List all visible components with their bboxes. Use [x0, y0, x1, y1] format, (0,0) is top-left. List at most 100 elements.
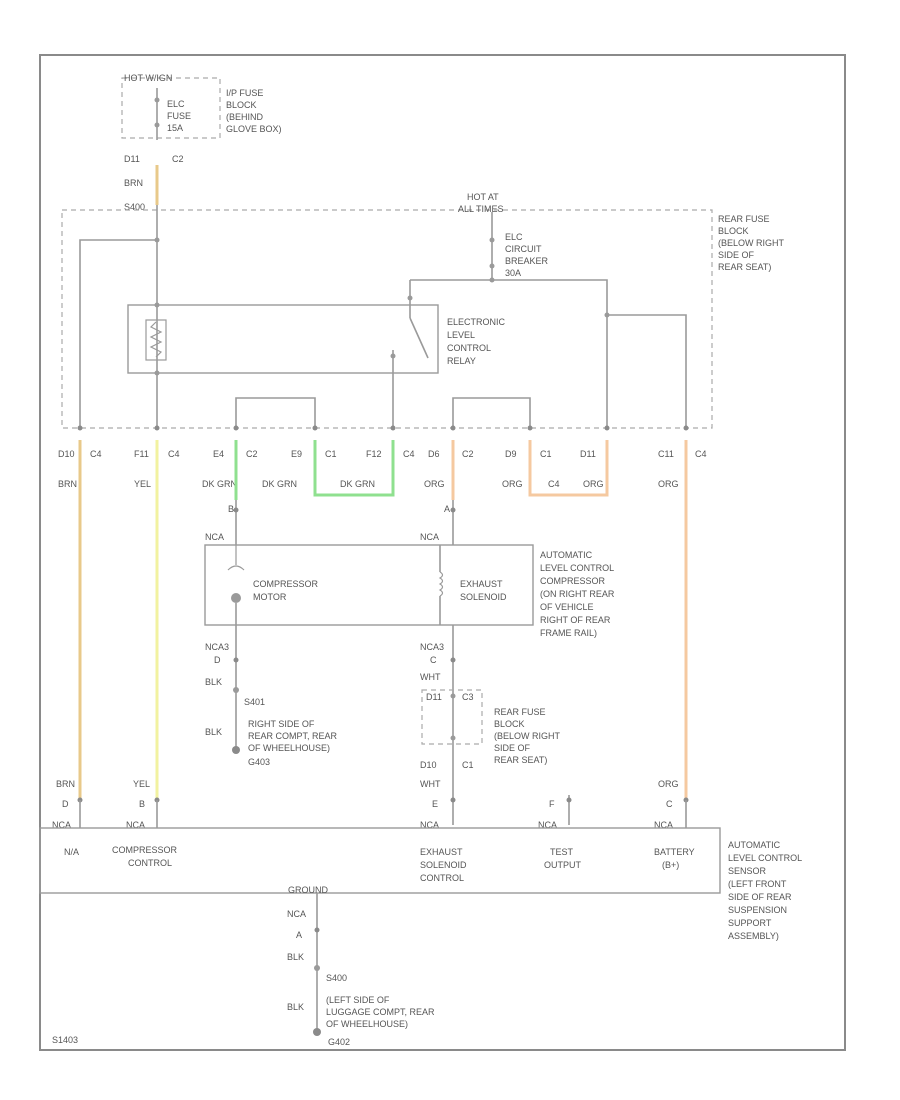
exhaust-conn: C3	[462, 692, 474, 702]
compressor-conn-bot-right: NCA3	[420, 642, 444, 652]
row-pin-8: D11	[580, 449, 596, 459]
sensor-desc-7: SUPPORT	[728, 918, 772, 928]
top-conn-label: C2	[172, 154, 184, 164]
compressor-pin-bot-right: C	[430, 655, 437, 665]
sensor-conn-3: NCA	[420, 820, 439, 830]
ground-bottom-conn: NCA	[287, 909, 306, 919]
sensor-label-compressor-1: COMPRESSOR	[112, 845, 178, 855]
motor-icon	[231, 593, 241, 603]
sensor-desc-1: AUTOMATIC	[728, 840, 781, 850]
fuse-label-3: 15A	[167, 123, 183, 133]
compressor-conn-top-right: NCA	[420, 532, 439, 542]
compressor-desc-6: RIGHT OF REAR	[540, 615, 611, 625]
exhaust-conn2: C1	[462, 760, 474, 770]
relay-desc-4: RELAY	[447, 356, 476, 366]
row-pin-5: F12	[366, 449, 382, 459]
ground-bottom-splice: S400	[326, 973, 347, 983]
pin-d9	[527, 425, 533, 431]
exhaust-fuse-block-outline	[421, 689, 483, 745]
relay-coil-top-terminal	[154, 302, 160, 308]
exhaust-fuse-dot-top	[450, 693, 456, 699]
row-conn-6: C2	[462, 449, 474, 459]
breaker-desc-2: CIRCUIT	[505, 244, 542, 254]
left-brn-branch	[79, 239, 157, 428]
top-wire-color-label: BRN	[124, 178, 143, 188]
relay-switch-contact	[390, 353, 396, 359]
ground-bottom-pin: A	[296, 930, 302, 940]
top-pin-label: D11	[124, 154, 140, 164]
sensor-label-test-1: TEST	[550, 847, 574, 857]
ip-fuse-desc-2: BLOCK	[226, 100, 257, 110]
ip-fuse-desc-3: (BEHIND	[226, 112, 264, 122]
sensor-conn-2: NCA	[126, 820, 145, 830]
relay-coil-zigzag	[149, 321, 163, 358]
row-conn-3: C2	[246, 449, 258, 459]
pin-d6	[450, 425, 456, 431]
row-pin-2: F11	[134, 449, 149, 459]
ground-bottom-desc-2: LUGGAGE COMPT, REAR	[326, 1007, 435, 1017]
rear-fuse-desc-5: REAR SEAT)	[718, 262, 771, 272]
ground-right-splice-dot	[233, 687, 239, 693]
exhaust-wire-top: WHT	[420, 672, 441, 682]
row-wire-9: ORG	[658, 479, 679, 489]
row-pin-7: D9	[505, 449, 517, 459]
relay-box	[127, 304, 439, 374]
breaker-desc-4: 30A	[505, 268, 521, 278]
exhaust-pin: D11	[426, 692, 442, 702]
org-wire-loop	[528, 440, 609, 497]
ground-right-desc-3: OF WHEELHOUSE)	[248, 743, 330, 753]
sensor-pin-3: E	[432, 799, 438, 809]
exhaust-solenoid-label-1: EXHAUST	[460, 579, 503, 589]
row-wire-6: ORG	[424, 479, 445, 489]
row-pin-9: C11	[658, 449, 674, 459]
exhaust-desc-1: REAR FUSE	[494, 707, 546, 717]
ground-right-desc-1: RIGHT SIDE OF	[248, 719, 315, 729]
compressor-pin-right-dot	[450, 507, 456, 513]
breaker-terminal-bottom	[489, 263, 495, 269]
orange-branch-wire	[607, 314, 687, 428]
hot-in-run-label: HOT W/IGN	[124, 73, 172, 83]
ground-right-wire-bot: BLK	[205, 727, 222, 737]
sensor-pin-5: C	[666, 799, 673, 809]
pin-c11	[683, 425, 689, 431]
exhaust-desc-2: BLOCK	[494, 719, 525, 729]
ground-bottom-wire-top: BLK	[287, 952, 304, 962]
compressor-motor-label-2: MOTOR	[253, 592, 287, 602]
sensor-label-battery-2: (B+)	[662, 860, 679, 870]
pin-d10	[77, 425, 83, 431]
rear-fuse-desc-2: BLOCK	[718, 226, 749, 236]
relay-coil	[145, 319, 167, 361]
fuse-terminal-bottom	[154, 122, 160, 128]
diagram-frame	[39, 54, 846, 1051]
breaker-terminal-top	[489, 237, 495, 243]
rear-fuse-block-outline	[61, 209, 713, 429]
ground-right-splice: S401	[244, 697, 265, 707]
row-wire-1: BRN	[58, 479, 77, 489]
ip-fuse-block-outline	[121, 77, 221, 139]
row-conn-1: C4	[90, 449, 102, 459]
motor-symbol	[227, 545, 245, 571]
sensor-label-test-2: OUTPUT	[544, 860, 582, 870]
sensor-label-compressor-2: CONTROL	[128, 858, 172, 868]
row-wire-2: YEL	[134, 479, 151, 489]
compressor-desc-5: OF VEHICLE	[540, 602, 594, 612]
ground-right-pin	[233, 657, 239, 663]
compressor-motor-label-1: COMPRESSOR	[253, 579, 319, 589]
sensor-desc-3: SENSOR	[728, 866, 767, 876]
sensor-pin-dot-3	[450, 797, 456, 803]
connector-row-labels: D10 C4 BRN F11 C4 YEL E4 C2 DK GRN E9 C1…	[58, 449, 707, 489]
row-conn-5: C4	[403, 449, 415, 459]
compressor-desc-1: AUTOMATIC	[540, 550, 593, 560]
sensor-label-exhaust-1: EXHAUST	[420, 847, 463, 857]
orange-branch-junction	[604, 312, 610, 318]
compressor-pin-left-dot	[233, 507, 239, 513]
ground-bottom-wire-bot: BLK	[287, 1002, 304, 1012]
relay-desc-3: CONTROL	[447, 343, 491, 353]
hot-at-all-times-1: HOT AT	[467, 192, 499, 202]
sensor-pin-dot-4	[566, 797, 572, 803]
fuse-label-1: ELC	[167, 99, 185, 109]
sensor-label-exhaust-3: CONTROL	[420, 873, 464, 883]
footer-code: S1403	[52, 1035, 78, 1045]
sensor-label-exhaust-2: SOLENOID	[420, 860, 467, 870]
